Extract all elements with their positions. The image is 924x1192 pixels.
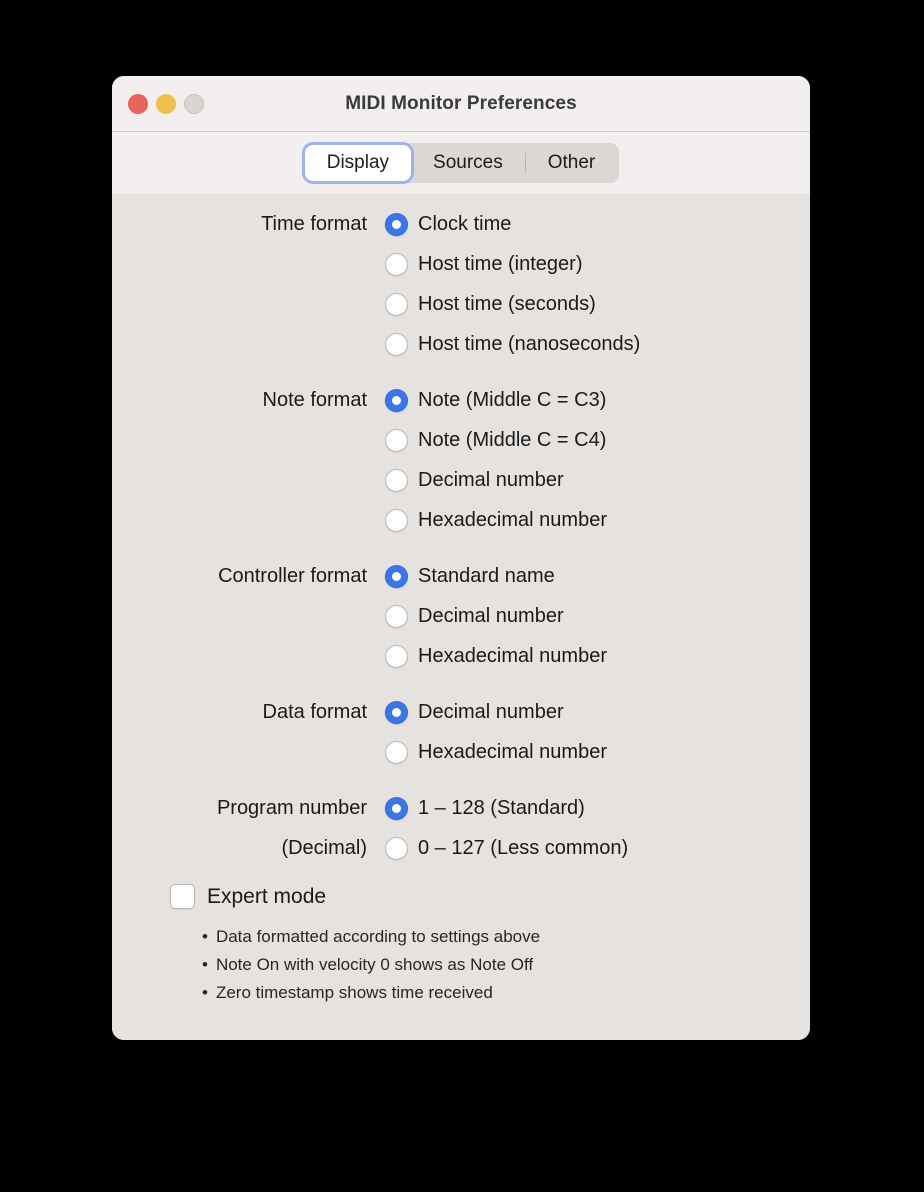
radio-option-host-time-nanoseconds[interactable]: Host time (nanoseconds) bbox=[385, 332, 641, 356]
radio-icon[interactable] bbox=[385, 644, 408, 668]
group-program-number: Program number 1 – 128 (Standard) (Decim… bbox=[112, 788, 810, 868]
radio-option-note-hexadecimal[interactable]: Hexadecimal number bbox=[385, 508, 607, 532]
radio-icon[interactable] bbox=[385, 252, 408, 276]
radio-row: Note format Note (Middle C = C3) bbox=[112, 380, 810, 420]
radio-option-data-decimal[interactable]: Decimal number bbox=[385, 700, 564, 724]
group-label-program-number: Program number bbox=[216, 796, 367, 819]
radio-label: Host time (integer) bbox=[418, 252, 583, 275]
radio-icon[interactable] bbox=[385, 604, 408, 628]
radio-row: Host time (nanoseconds) bbox=[112, 324, 810, 364]
note-item: • Zero timestamp shows time received bbox=[202, 979, 810, 1007]
group-controller-format: Controller format Standard name Decimal … bbox=[112, 556, 810, 676]
radio-row: Decimal number bbox=[112, 460, 810, 500]
radio-icon[interactable] bbox=[385, 428, 408, 452]
radio-icon[interactable] bbox=[385, 332, 408, 356]
radio-option-note-middle-c4[interactable]: Note (Middle C = C4) bbox=[385, 428, 607, 452]
radio-option-data-hexadecimal[interactable]: Hexadecimal number bbox=[385, 740, 607, 764]
radio-row: Hexadecimal number bbox=[112, 732, 810, 772]
note-text: Data formatted according to settings abo… bbox=[215, 927, 541, 946]
radio-label: 0 – 127 (Less common) bbox=[418, 836, 629, 859]
preferences-content: Time format Clock time Host time (intege… bbox=[112, 194, 810, 1040]
note-item: • Data formatted according to settings ab… bbox=[202, 923, 810, 951]
tab-bar: Display Sources Other bbox=[302, 143, 620, 183]
radio-icon-selected[interactable] bbox=[385, 212, 408, 236]
radio-row: Data format Decimal number bbox=[112, 692, 810, 732]
radio-row: Hexadecimal number bbox=[112, 636, 810, 676]
radio-label: Decimal number bbox=[418, 700, 564, 723]
radio-label: Clock time bbox=[418, 212, 512, 235]
radio-icon[interactable] bbox=[385, 468, 408, 492]
radio-option-program-1-128[interactable]: 1 – 128 (Standard) bbox=[385, 796, 585, 820]
radio-icon-selected[interactable] bbox=[385, 388, 408, 412]
tab-bar-area: Display Sources Other bbox=[112, 132, 810, 194]
radio-label: Decimal number bbox=[418, 604, 564, 627]
radio-icon[interactable] bbox=[385, 292, 408, 316]
bullet-icon: • bbox=[202, 983, 208, 1002]
expert-mode-row[interactable]: Expert mode bbox=[112, 884, 810, 909]
radio-row: Hexadecimal number bbox=[112, 500, 810, 540]
minimize-button-icon[interactable] bbox=[156, 93, 176, 114]
radio-option-controller-hexadecimal[interactable]: Hexadecimal number bbox=[385, 644, 607, 668]
note-text: Note On with velocity 0 shows as Note Of… bbox=[215, 955, 534, 974]
radio-label: 1 – 128 (Standard) bbox=[418, 796, 585, 819]
radio-row: Note (Middle C = C4) bbox=[112, 420, 810, 460]
radio-row: (Decimal) 0 – 127 (Less common) bbox=[112, 828, 810, 868]
radio-option-note-middle-c3[interactable]: Note (Middle C = C3) bbox=[385, 388, 607, 412]
radio-label: Hexadecimal number bbox=[418, 740, 607, 763]
expert-mode-checkbox[interactable] bbox=[170, 884, 195, 909]
group-note-format: Note format Note (Middle C = C3) Note (M… bbox=[112, 380, 810, 540]
radio-icon-selected[interactable] bbox=[385, 564, 408, 588]
note-text: Zero timestamp shows time received bbox=[215, 983, 493, 1002]
expert-mode-label: Expert mode bbox=[207, 884, 327, 908]
group-label-time-format: Time format bbox=[261, 212, 367, 235]
radio-option-controller-decimal[interactable]: Decimal number bbox=[385, 604, 564, 628]
tab-sources[interactable]: Sources bbox=[433, 152, 503, 173]
group-time-format: Time format Clock time Host time (intege… bbox=[112, 204, 810, 364]
group-label-note-format: Note format bbox=[262, 388, 367, 411]
radio-label: Hexadecimal number bbox=[418, 508, 607, 531]
bullet-icon: • bbox=[202, 927, 208, 946]
radio-option-note-decimal[interactable]: Decimal number bbox=[385, 468, 564, 492]
radio-row: Host time (integer) bbox=[112, 244, 810, 284]
radio-row: Time format Clock time bbox=[112, 204, 810, 244]
group-label-program-number-line2: (Decimal) bbox=[281, 836, 367, 859]
radio-label: Standard name bbox=[418, 564, 555, 587]
zoom-button-icon[interactable] bbox=[184, 93, 204, 114]
radio-icon[interactable] bbox=[385, 508, 408, 532]
tab-other[interactable]: Other bbox=[547, 152, 596, 173]
bullet-icon: • bbox=[202, 955, 208, 974]
radio-label: Note (Middle C = C4) bbox=[418, 428, 607, 451]
group-data-format: Data format Decimal number Hexadecimal n… bbox=[112, 692, 810, 772]
radio-row: Decimal number bbox=[112, 596, 810, 636]
radio-row: Host time (seconds) bbox=[112, 284, 810, 324]
radio-label: Host time (nanoseconds) bbox=[418, 332, 641, 355]
traffic-light-group bbox=[128, 93, 204, 114]
window-titlebar: MIDI Monitor Preferences bbox=[112, 76, 810, 132]
radio-option-host-time-integer[interactable]: Host time (integer) bbox=[385, 252, 583, 276]
tab-separator bbox=[524, 153, 526, 173]
radio-option-standard-name[interactable]: Standard name bbox=[385, 564, 555, 588]
radio-option-program-0-127[interactable]: 0 – 127 (Less common) bbox=[385, 836, 629, 860]
radio-label: Host time (seconds) bbox=[418, 292, 596, 315]
radio-option-clock-time[interactable]: Clock time bbox=[385, 212, 512, 236]
expert-mode-notes: • Data formatted according to settings ab… bbox=[112, 923, 810, 1007]
window-title: MIDI Monitor Preferences bbox=[345, 92, 577, 114]
radio-icon-selected[interactable] bbox=[385, 796, 408, 820]
preferences-window: MIDI Monitor Preferences Display Sources… bbox=[112, 76, 810, 1040]
radio-option-host-time-seconds[interactable]: Host time (seconds) bbox=[385, 292, 596, 316]
tab-display[interactable]: Display bbox=[304, 145, 412, 181]
group-label-data-format: Data format bbox=[262, 700, 367, 723]
radio-icon-selected[interactable] bbox=[385, 700, 408, 724]
radio-label: Note (Middle C = C3) bbox=[418, 388, 607, 411]
note-item: • Note On with velocity 0 shows as Note O… bbox=[202, 951, 810, 979]
radio-label: Hexadecimal number bbox=[418, 644, 607, 667]
group-label-controller-format: Controller format bbox=[218, 564, 367, 587]
radio-row: Program number 1 – 128 (Standard) bbox=[112, 788, 810, 828]
radio-label: Decimal number bbox=[418, 468, 564, 491]
close-button-icon[interactable] bbox=[128, 93, 148, 114]
radio-icon[interactable] bbox=[385, 740, 408, 764]
radio-icon[interactable] bbox=[385, 836, 408, 860]
radio-row: Controller format Standard name bbox=[112, 556, 810, 596]
